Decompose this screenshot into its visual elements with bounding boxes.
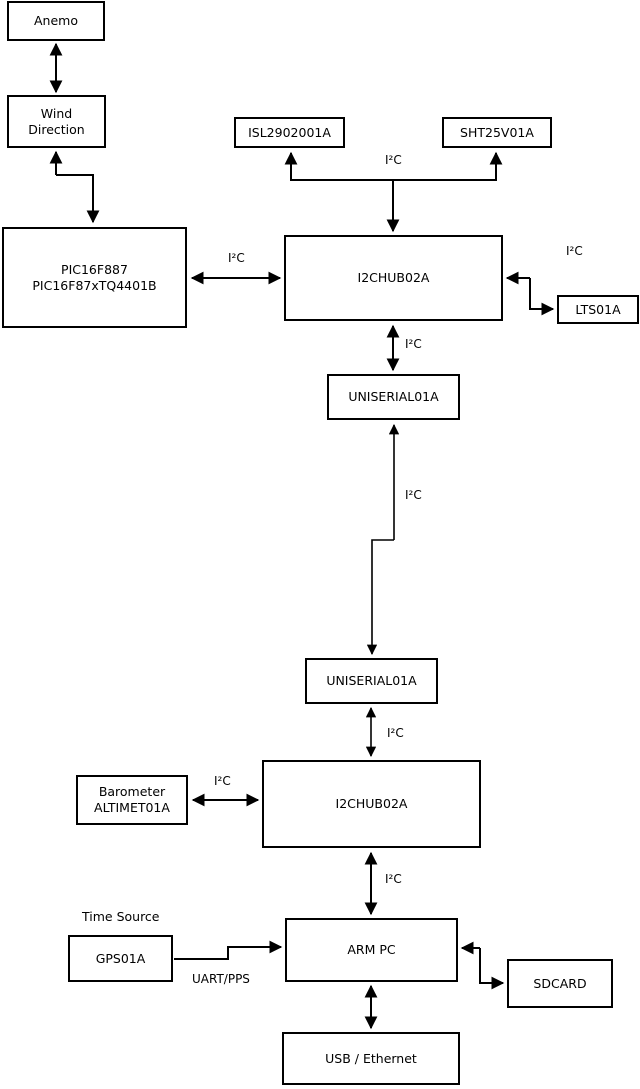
edge-pic-wind: [49, 150, 100, 224]
node-arm-pc[interactable]: ARM PC: [285, 918, 458, 982]
edge-label-uniserial-link: I²C: [405, 488, 422, 502]
node-lts01a-label: LTS01A: [575, 301, 621, 317]
edge-gps-armpc: [174, 940, 283, 960]
edge-hubtop-sensorbus: [284, 151, 503, 233]
node-i2chub02a-top[interactable]: I2CHUB02A: [284, 235, 503, 321]
node-pic-label: PIC16F887 PIC16F87xTQ4401B: [32, 261, 157, 293]
edge-label-uniserial-to-hub: I²C: [387, 726, 404, 740]
edge-label-hub-to-armpc: I²C: [385, 872, 402, 886]
node-isl2902001a[interactable]: ISL2902001A: [234, 117, 345, 148]
node-sht25v01a-label: SHT25V01A: [460, 124, 534, 140]
node-i2chub02a-bottom[interactable]: I2CHUB02A: [262, 760, 481, 848]
node-lts01a[interactable]: LTS01A: [557, 295, 639, 324]
node-barometer-altimet01a[interactable]: Barometer ALTIMET01A: [76, 775, 188, 825]
node-anemo[interactable]: Anemo: [7, 1, 105, 41]
node-uniserial01a-bottom-label: UNISERIAL01A: [326, 673, 417, 689]
edge-label-sensor-bus: I²C: [385, 153, 402, 167]
node-i2chub02a-top-label: I2CHUB02A: [357, 270, 430, 286]
edge-label-hub-to-uniserial: I²C: [405, 337, 422, 351]
node-anemo-label: Anemo: [34, 13, 78, 29]
node-pic-microcontroller[interactable]: PIC16F887 PIC16F87xTQ4401B: [2, 227, 187, 328]
edge-label-gps-to-armpc: UART/PPS: [192, 972, 250, 986]
edge-armpc-sdcard: [460, 941, 505, 990]
node-sht25v01a[interactable]: SHT25V01A: [442, 117, 552, 148]
edge-label-barometer-to-hub: I²C: [214, 774, 231, 788]
edge-label-pic-to-hub: I²C: [228, 251, 245, 265]
edge-label-hub-to-lts: I²C: [566, 244, 583, 258]
node-sdcard[interactable]: SDCARD: [507, 959, 613, 1008]
node-i2chub02a-bottom-label: I2CHUB02A: [335, 796, 408, 812]
node-wind-direction[interactable]: Wind Direction: [7, 95, 106, 148]
node-gps01a[interactable]: GPS01A: [68, 935, 173, 982]
node-barometer-label: Barometer ALTIMET01A: [94, 784, 170, 815]
edge-hubtop-lts: [505, 271, 555, 316]
node-sdcard-label: SDCARD: [533, 975, 587, 991]
node-gps01a-label: GPS01A: [95, 950, 146, 966]
node-uniserial01a-top-label: UNISERIAL01A: [348, 389, 439, 405]
node-wind-direction-label: Wind Direction: [28, 105, 85, 137]
node-arm-pc-label: ARM PC: [347, 942, 396, 958]
node-isl2902001a-label: ISL2902001A: [248, 124, 331, 140]
label-time-source: Time Source: [82, 909, 160, 924]
node-uniserial01a-top[interactable]: UNISERIAL01A: [327, 374, 460, 420]
node-usb-ethernet[interactable]: USB / Ethernet: [282, 1032, 460, 1085]
edge-uniserial-link: [366, 423, 400, 656]
node-usb-ethernet-label: USB / Ethernet: [325, 1050, 417, 1066]
node-uniserial01a-bottom[interactable]: UNISERIAL01A: [305, 658, 438, 704]
